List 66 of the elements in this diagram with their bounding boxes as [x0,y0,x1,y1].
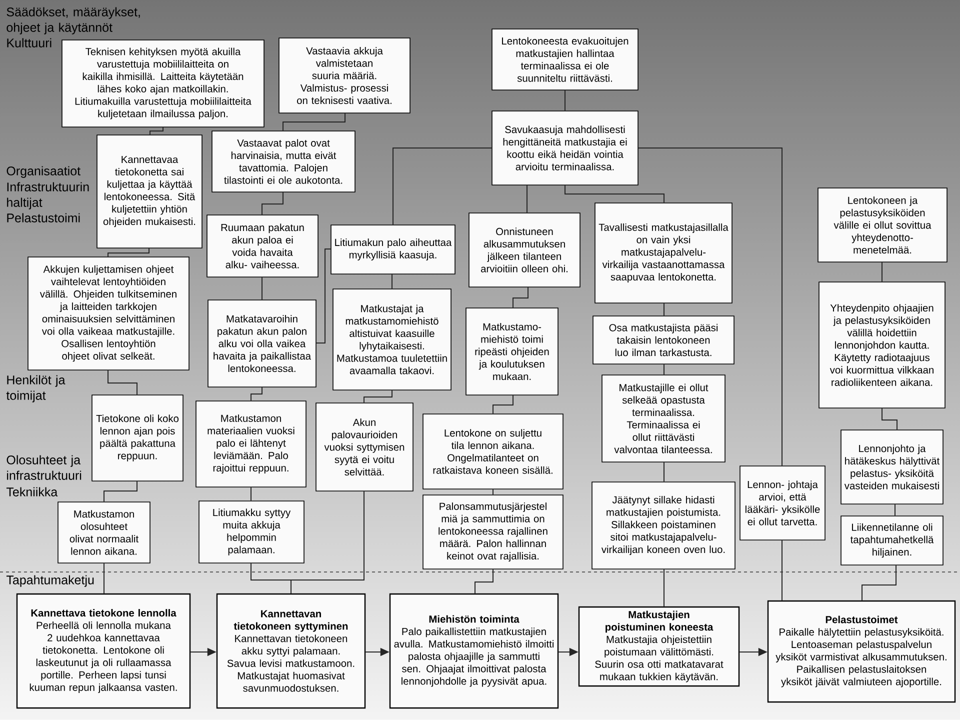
factor-box: Jäätynyt sillake hidasti matkustajien poistumista. Sillakkeen poistaminen sitoi matkustajapalvelu- virkailijan koneen oven luo. [592,482,736,570]
factor-box: Lentokone on suljettu tila lennon aikana. Ongelmatilanteet on ratkaistava koneen sisällä. [422,414,564,490]
connector-line [862,564,897,601]
connector-line [474,568,494,594]
factor-box: Lennonjohto ja hätäkeskus hälyttivät pelastus- yksiköitä vasteiden mukaisesti [840,430,944,504]
connector-line [782,540,783,601]
factor-box: Akun palovaurioiden vuoksi syttymisen syytä ei voitu selvittää. [316,402,414,492]
factor-box: Akkujen kuljettamisen ohjeet vaihtelevat lentoyhtiöiden välillä. Ohjeiden tulkitseminen ja laitteiden tarkkojen ominaisuuksien selvittäminen voi olla vaikeaa matkustajille. Osallisen lentoyhtiön ohjeet olivat selkeät. [28,256,190,370]
connector-line [564,184,664,204]
connector-line [392,148,492,226]
category-label: Kulttuuri [7,38,52,48]
connector-line [526,184,528,214]
category-label: Henkilöt ja toimijat [6,375,66,402]
category-label: Säädökset, määräykset, ohjeet ja käytännöt [6,7,140,34]
factor-box: Matkustamon materiaalien vuoksi palo ei lähtenyt leviämään. Palo rajoittui reppuun. [196,400,306,488]
factor-box: Matkustajille ei ollut selkeää opastusta terminaalissa. Terminaalissa ei ollut riittävästi valvontaa tilanteessa. [602,374,726,462]
factor-box: Vastaavat palot ovat harvinaisia, mutta eivät tavattomia. Palojen tilastointi ei ole aukotonta. [212,130,356,192]
factor-box: Litiumakun palo aiheuttaa myrkyllisiä kaasuja. [330,224,456,274]
factor-box: Lentokoneen ja pelastusyksiköiden välille ei ollut sovittua yhteydenotto- menetelmää. [818,188,948,262]
connector-line [364,390,392,404]
connector-line [250,486,252,502]
connector-line [894,504,896,516]
connector-line [104,480,138,502]
factor-box: Matkatavaroihin pakatun akun palon alku voi olla vaikea havaita ja paikallistaa lentokoneessa. [208,300,316,388]
factor-box: Kannettavaa tietokonetta sai kuljettaa ja käyttää lentokoneessa. Sitä kuljetettiin yhtiön ohjeiden mukaisesti. [96,134,202,248]
connector-line [316,248,332,344]
connector-line [250,562,292,594]
factor-box: Litiumakku syttyy muita akkuja helpommin palamaan. [198,500,304,564]
factor-box: Matkustamon olosuhteet olivat normaalit lennon aikana. [58,502,150,564]
connector-line [108,248,150,258]
connector-line [282,112,346,132]
event-box: Kannettava tietokone lennolla Perheellä oli lennolla mukana 2 uudehkoa kannettavaa tietokonetta. Lentokone oli laskeutunut ja oli rullaamassa portille. Perheen lapsi tunsi kuuman repun jalkaansa vasten. [16,593,191,709]
connector-line [250,386,262,402]
connector-line [262,192,284,216]
connector-line [882,408,898,430]
event-box: Pelastustoimet Paikalle hälytettiin pelastusyksiköitä. Lentoaseman pelastuspalvelun yksiköt varmistivat alkusammutuksen. Paikallisen pelastuslaitoksen yksiköt jäivät valmiuteen ajoportille. [767,600,956,703]
factor-box: Matkustamo- miehistö toimi ripeästi ohjeiden ja koulutuksen mukaan. [466,308,558,396]
factor-box: Palonsammutusjärjestel miä ja sammuttimia on lentokoneessa rajallinen määrä. Palon hallinnan keinot ovat rajallisia. [422,494,564,570]
connector-line [492,488,494,496]
factor-box: Tavallisesti matkustajasillalla on vain yksi matkustajapalvelu- virkailija vastaanottamassa saapuvaa lentokonetta. [594,202,732,304]
event-box: Matkustajien poistuminen koneesta Matkustajia ohjeistettiin poistumaan välittömästi. Suurin osa otti matkatavarat mukaan tukkien käytävän. [578,606,740,687]
category-label: Pelastustoimi [7,213,80,222]
factor-box: Savukaasuja mahdollisesti hengittäneitä matkustajia ei koottu eikä heidän vointia arvioitu terminaalissa. [492,110,638,186]
factor-box: Osa matkustajista pääsi takaisin lentokoneen luo ilman tarkastusta. [592,316,734,364]
factor-box: Onnistuneen alkusammutuksen jälkeen tilanteen arvioitiin olleen ohi. [468,212,580,288]
factor-box: Matkustajat ja matkustamomiehistö altistuivat kaasuille lyhytaikaisesti. Matkustamoa tuuletettiin avaamalla takaovi. [332,288,452,390]
factor-box: Teknisen kehityksen myötä akuilla varustettuja mobiililaitteita on kaikilla ihmisillä. Laitteita käytetään lähes koko ajan matkoillakin. Litiumakuilla varustettuja mobiililaitteita kuljetetaan ilmailussa paljon. [62,40,264,128]
factor-box: Lentokoneesta evakuoitujen matkustajien hallintaa terminaalissa ei ole suunniteltu riittävästi. [492,28,638,90]
category-label: Organisaatiot [6,166,80,178]
factor-box: Tietokone oli koko lennon ajan pois päältä pakattuna reppuun. [92,394,184,482]
connector-line [492,394,514,414]
factor-box: Liikennetilanne oli tapahtumahetkellä hiljainen. [840,516,944,566]
connector-line [108,370,138,396]
connector-line [564,90,566,112]
factor-box: Vastaavia akkuja valmistetaan suuria määriä. Valmistus- prosessi on teknisesti vaativa. [278,38,410,114]
category-label: Olosuhteet ja infrastruktuuri [6,455,82,480]
factor-box: Lennon- johtaja arvioi, että lääkäri- yksikölle ei ollut tarvetta. [740,466,826,540]
category-label: Tapahtumaketju [6,575,94,587]
category-label: Tekniikka [6,487,58,496]
connector-line [512,286,528,308]
event-box: Kannettavan tietokoneen syttyminen Kannettavan tietokoneen akku syttyi palamaan. Savua levisi matkustamoon. Matkustajat huomasivat savunmuodostuksen. [216,593,366,709]
connector-line [150,126,164,136]
event-box: Miehistön toiminta Palo paikallistettiin matkustajien avulla. Matkustamomiehistö ilmoitti palosta ohjaajille ja sammutti sen. Ohjaajat ilmoittivat palosta lennonjohdolle ja pyysivät apua. [389,593,559,709]
factor-box: Ruumaan pakatun akun paloa ei voida havaita alku- vaiheessa. [206,214,318,278]
connector-line [638,148,783,466]
factor-box: Yhteydenpito ohjaajien ja pelastusyksiköiden välillä hoidettiin lennonjohdon kautta. Käytetty radiotaajuus voi kuormittua vilkkaan radioliikenteen aikana. [818,282,946,408]
